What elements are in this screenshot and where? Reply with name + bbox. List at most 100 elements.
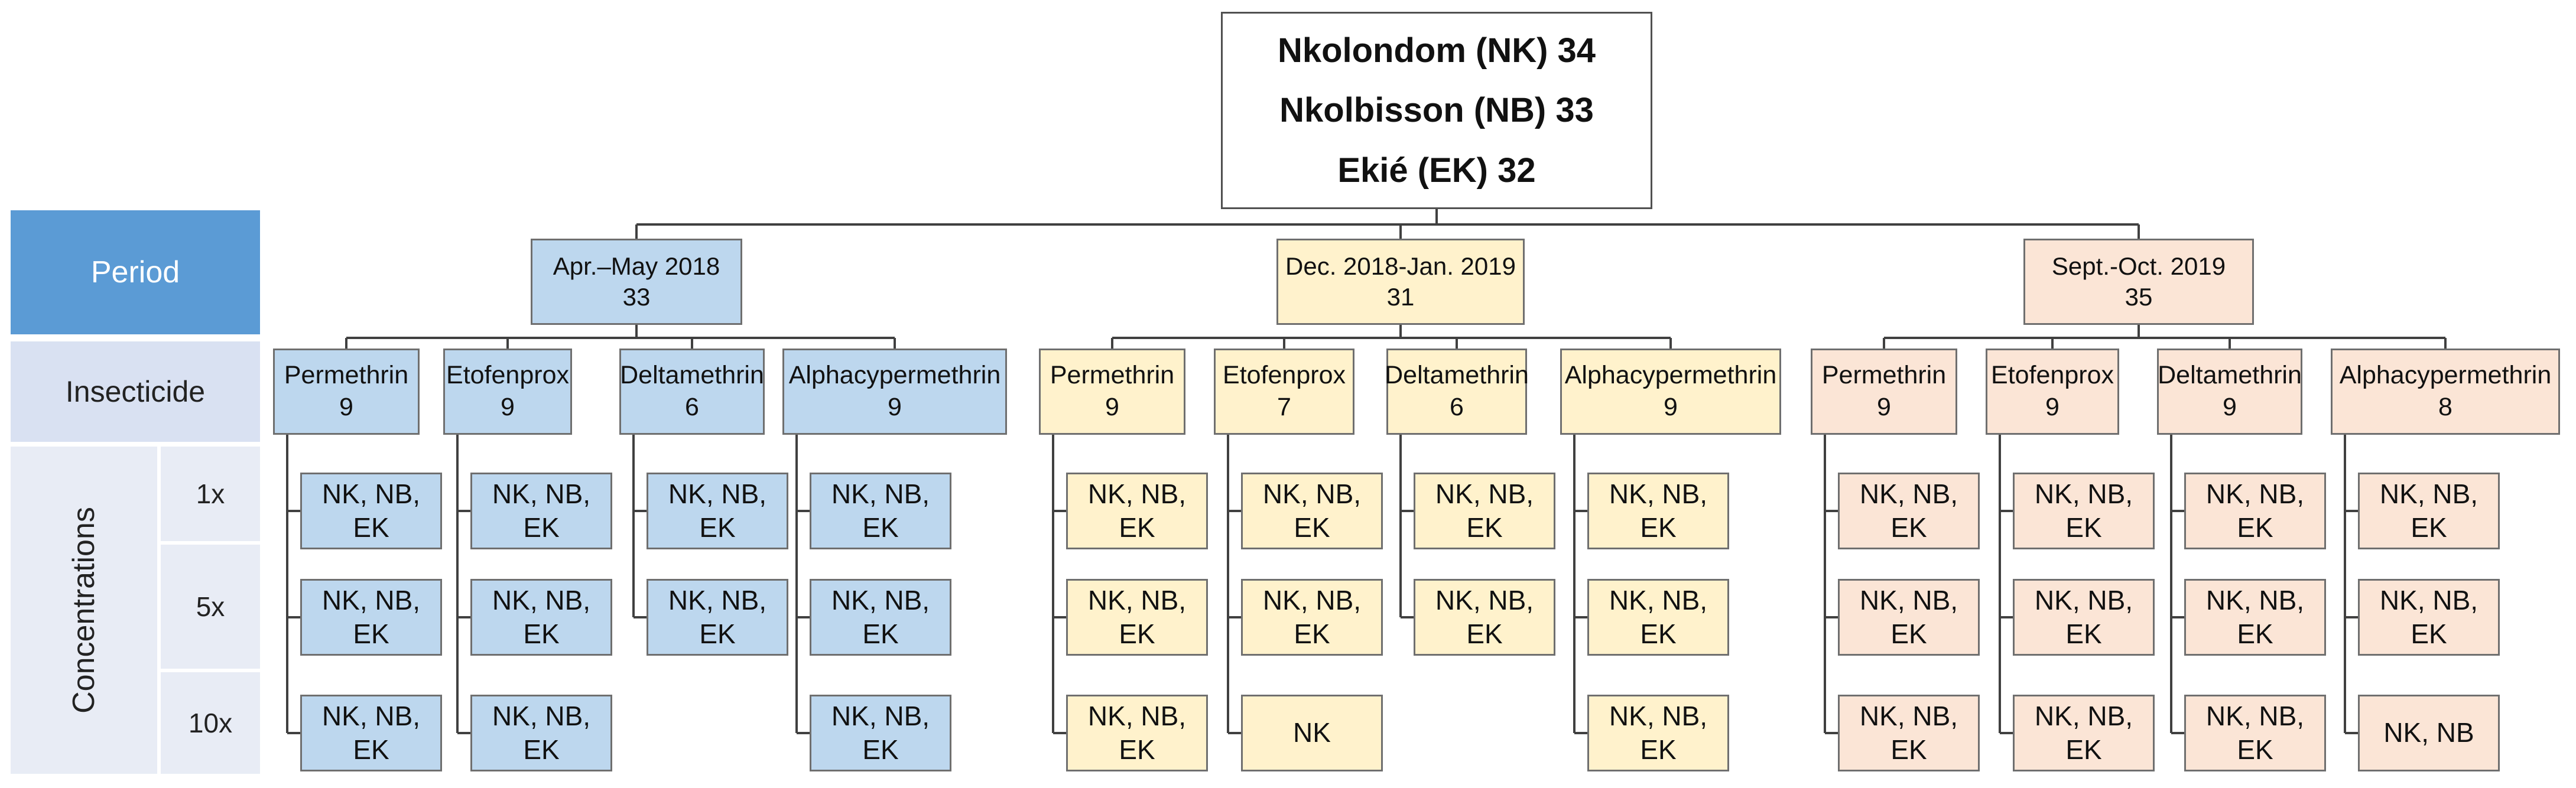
site-leaf-box: NK, NB, EK <box>1066 473 1208 549</box>
site-leaf-label: NK, NB, EK <box>2034 478 2133 543</box>
insecticide-name: Permethrin <box>284 361 409 390</box>
site-leaf-box: NK, NB, EK <box>1838 473 1980 549</box>
site-leaf-label: NK, NB <box>2383 717 2474 748</box>
site-leaf-box: NK, NB, EK <box>2013 579 2155 656</box>
site-leaf-box: NK, NB, EK <box>1241 579 1383 656</box>
root-line-nb: Nkolbisson (NB) 33 <box>1279 91 1594 130</box>
site-leaf-box: NK, NB, EK <box>2013 473 2155 549</box>
insecticide-count: 9 <box>1664 393 1678 421</box>
site-leaf-label: NK, NB, EK <box>492 584 591 650</box>
site-leaf-label: NK, NB, EK <box>1087 478 1187 543</box>
root-sites-box: Nkolondom (NK) 34 Nkolbisson (NB) 33 Eki… <box>1221 12 1652 209</box>
site-leaf-box: NK, NB, EK <box>470 473 612 549</box>
site-leaf-box: NK, NB, EK <box>1838 579 1980 656</box>
site-leaf-box: NK, NB, EK <box>647 473 788 549</box>
site-leaf-label: NK, NB, EK <box>1262 478 1362 543</box>
site-leaf-box: NK, NB, EK <box>1066 695 1208 771</box>
site-leaf-box: NK, NB, EK <box>1587 695 1729 771</box>
site-leaf-box: NK, NB, EK <box>1414 473 1555 549</box>
root-line-ek: Ekié (EK) 32 <box>1337 151 1536 190</box>
site-leaf-label: NK, NB, EK <box>1859 700 1958 766</box>
insecticide-name: Permethrin <box>1821 361 1947 390</box>
site-leaf-box: NK <box>1241 695 1383 771</box>
site-leaf-label: NK, NB, EK <box>2379 478 2478 543</box>
insecticide-name: Etofenprox <box>1223 361 1346 390</box>
period-label: Sept.-Oct. 2019 <box>2051 252 2226 280</box>
insecticide-count: 9 <box>501 393 515 421</box>
period-count: 33 <box>622 283 651 311</box>
site-leaf-box: NK, NB, EK <box>810 473 951 549</box>
insecticide-count: 8 <box>2438 393 2452 421</box>
insecticide-name: Deltamethrin <box>1385 361 1529 390</box>
side-level-1x: 1x <box>161 447 260 541</box>
site-leaf-box: NK, NB, EK <box>300 579 442 656</box>
site-leaf-label: NK, NB, EK <box>2034 584 2133 650</box>
site-leaf-label: NK, NB, EK <box>2034 700 2133 766</box>
site-leaf-label: NK, NB, EK <box>831 478 930 543</box>
site-leaf-label: NK, NB, EK <box>1435 584 1534 650</box>
insecticide-count: 9 <box>1877 393 1891 421</box>
site-leaf-box: NK, NB, EK <box>1066 579 1208 656</box>
insecticide-box: Permethrin 9 <box>1039 349 1185 435</box>
site-leaf-label: NK, NB, EK <box>1435 478 1534 543</box>
period-box: Sept.-Oct. 2019 35 <box>2023 239 2254 325</box>
period-box: Dec. 2018-Jan. 2019 31 <box>1276 239 1525 325</box>
site-leaf-label: NK, NB, EK <box>2205 478 2305 543</box>
site-leaf-label: NK, NB, EK <box>668 584 767 650</box>
insecticide-count: 9 <box>2223 393 2237 421</box>
site-leaf-box: NK, NB, EK <box>1587 579 1729 656</box>
site-leaf-label: NK, NB, EK <box>2205 700 2305 766</box>
site-leaf-box: NK, NB, EK <box>470 695 612 771</box>
site-leaf-label: NK, NB, EK <box>2205 584 2305 650</box>
site-leaf-label: NK, NB, EK <box>1859 584 1958 650</box>
insecticide-count: 6 <box>685 393 699 421</box>
site-leaf-box: NK, NB, EK <box>2184 695 2326 771</box>
site-leaf-label: NK, NB, EK <box>1087 584 1187 650</box>
site-leaf-box: NK, NB, EK <box>300 695 442 771</box>
site-leaf-label: NK, NB, EK <box>1609 700 1708 766</box>
period-count: 35 <box>2125 283 2153 311</box>
site-leaf-box: NK, NB, EK <box>2358 579 2500 656</box>
site-leaf-label: NK, NB, EK <box>668 478 767 543</box>
insecticide-name: Deltamethrin <box>2158 361 2302 390</box>
side-label-concentrations: Concentrations <box>11 447 157 774</box>
site-leaf-label: NK, NB, EK <box>321 478 421 543</box>
root-line-nk: Nkolondom (NK) 34 <box>1277 31 1596 70</box>
site-leaf-box: NK, NB, EK <box>810 579 951 656</box>
site-leaf-box: NK, NB, EK <box>300 473 442 549</box>
insecticide-name: Alphacypermethrin <box>788 361 1001 390</box>
site-leaf-label: NK, NB, EK <box>1609 478 1708 543</box>
insecticide-count: 7 <box>1277 393 1291 421</box>
insecticide-count: 9 <box>1105 393 1119 421</box>
site-leaf-label: NK, NB, EK <box>321 584 421 650</box>
insecticide-name: Alphacypermethrin <box>1564 361 1777 390</box>
site-leaf-box: NK, NB, EK <box>1241 473 1383 549</box>
side-label-insecticide: Insecticide <box>11 341 260 442</box>
insecticide-count: 9 <box>888 393 902 421</box>
insecticide-name: Permethrin <box>1050 361 1175 390</box>
site-leaf-label: NK, NB, EK <box>1087 700 1187 766</box>
site-leaf-box: NK, NB, EK <box>810 695 951 771</box>
period-label: Apr.–May 2018 <box>553 252 720 280</box>
period-count: 31 <box>1386 283 1415 311</box>
site-leaf-box: NK, NB, EK <box>2184 579 2326 656</box>
site-leaf-label: NK, NB, EK <box>831 700 930 766</box>
side-label-period: Period <box>11 210 260 334</box>
site-leaf-label: NK, NB, EK <box>492 478 591 543</box>
site-leaf-label: NK <box>1293 717 1331 748</box>
site-leaf-box: NK, NB, EK <box>2184 473 2326 549</box>
site-leaf-box: NK, NB, EK <box>470 579 612 656</box>
side-level-5x: 5x <box>161 545 260 669</box>
site-leaf-box: NK, NB, EK <box>647 579 788 656</box>
insecticide-box: Etofenprox 7 <box>1214 349 1354 435</box>
site-leaf-box: NK, NB, EK <box>1587 473 1729 549</box>
insecticide-box: Alphacypermethrin 9 <box>1560 349 1781 435</box>
concentrations-text: Concentrations <box>67 507 102 714</box>
insecticide-box: Alphacypermethrin 9 <box>782 349 1007 435</box>
period-label: Dec. 2018-Jan. 2019 <box>1285 252 1516 280</box>
